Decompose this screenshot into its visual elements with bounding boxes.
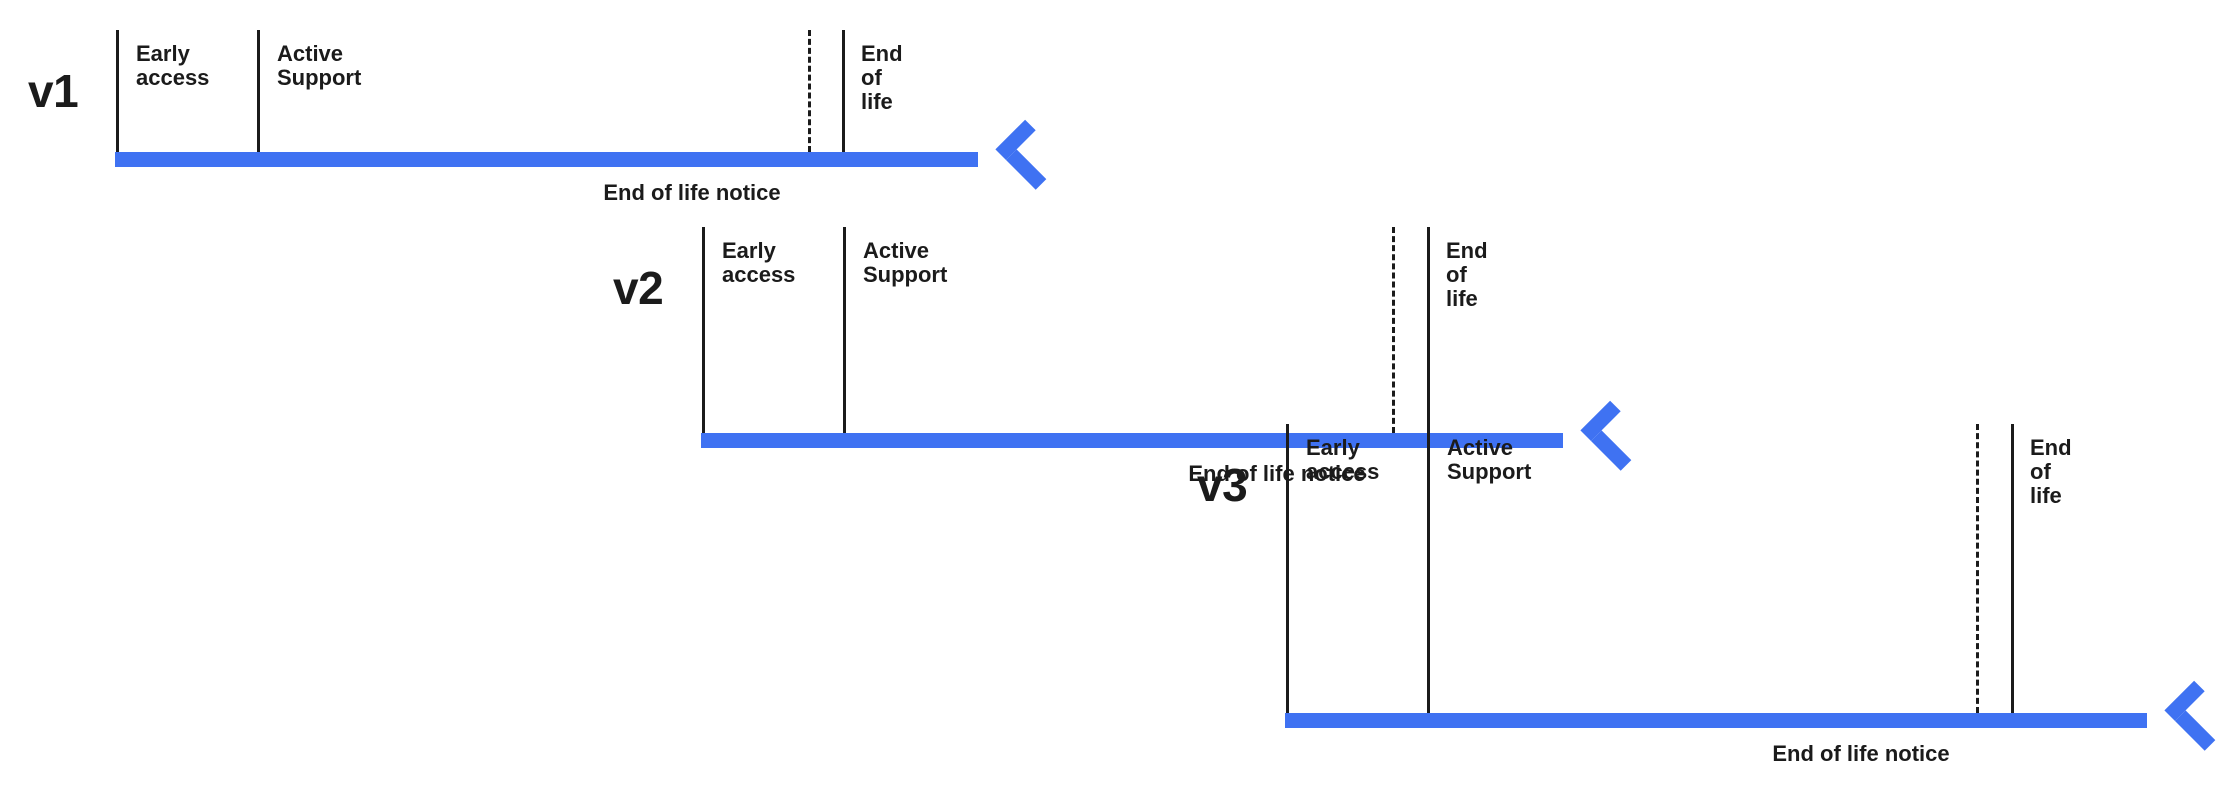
- phase-label: End of life: [861, 41, 903, 114]
- phase-divider: [1286, 424, 1289, 713]
- timeline-arrow-shaft: [115, 152, 978, 167]
- version-label: v3: [1197, 459, 1248, 511]
- phase-label: Active Support: [277, 41, 362, 90]
- phase-label: Early access: [1306, 435, 1380, 484]
- phase-divider: [1427, 227, 1430, 433]
- phase-divider: [842, 30, 845, 152]
- phase-divider: [257, 30, 260, 152]
- phase-divider: [702, 227, 705, 433]
- phase-divider-dashed: [1392, 227, 1395, 433]
- end-of-life-notice-label: End of life notice: [603, 180, 781, 205]
- timeline-arrow-shaft: [701, 433, 1563, 448]
- end-of-life-notice-label: End of life notice: [1188, 461, 1366, 486]
- end-of-life-notice-label: End of life notice: [1772, 741, 1950, 766]
- phase-label: End of life: [1446, 238, 1488, 311]
- phase-divider: [2011, 424, 2014, 713]
- phase-label: Early access: [136, 41, 210, 90]
- phase-divider-dashed: [1976, 424, 1979, 713]
- phase-divider: [843, 227, 846, 433]
- timeline-arrow-shaft: [1285, 713, 2147, 728]
- phase-label: Active Support: [863, 238, 948, 287]
- version-label: v1: [28, 65, 79, 117]
- phase-label: Active Support: [1447, 435, 1532, 484]
- phase-label: Early access: [722, 238, 796, 287]
- version-label: v2: [613, 262, 664, 314]
- phase-divider: [116, 30, 119, 152]
- phase-label: End of life: [2030, 435, 2072, 508]
- phase-divider-dashed: [808, 30, 811, 152]
- phase-divider: [1427, 424, 1430, 713]
